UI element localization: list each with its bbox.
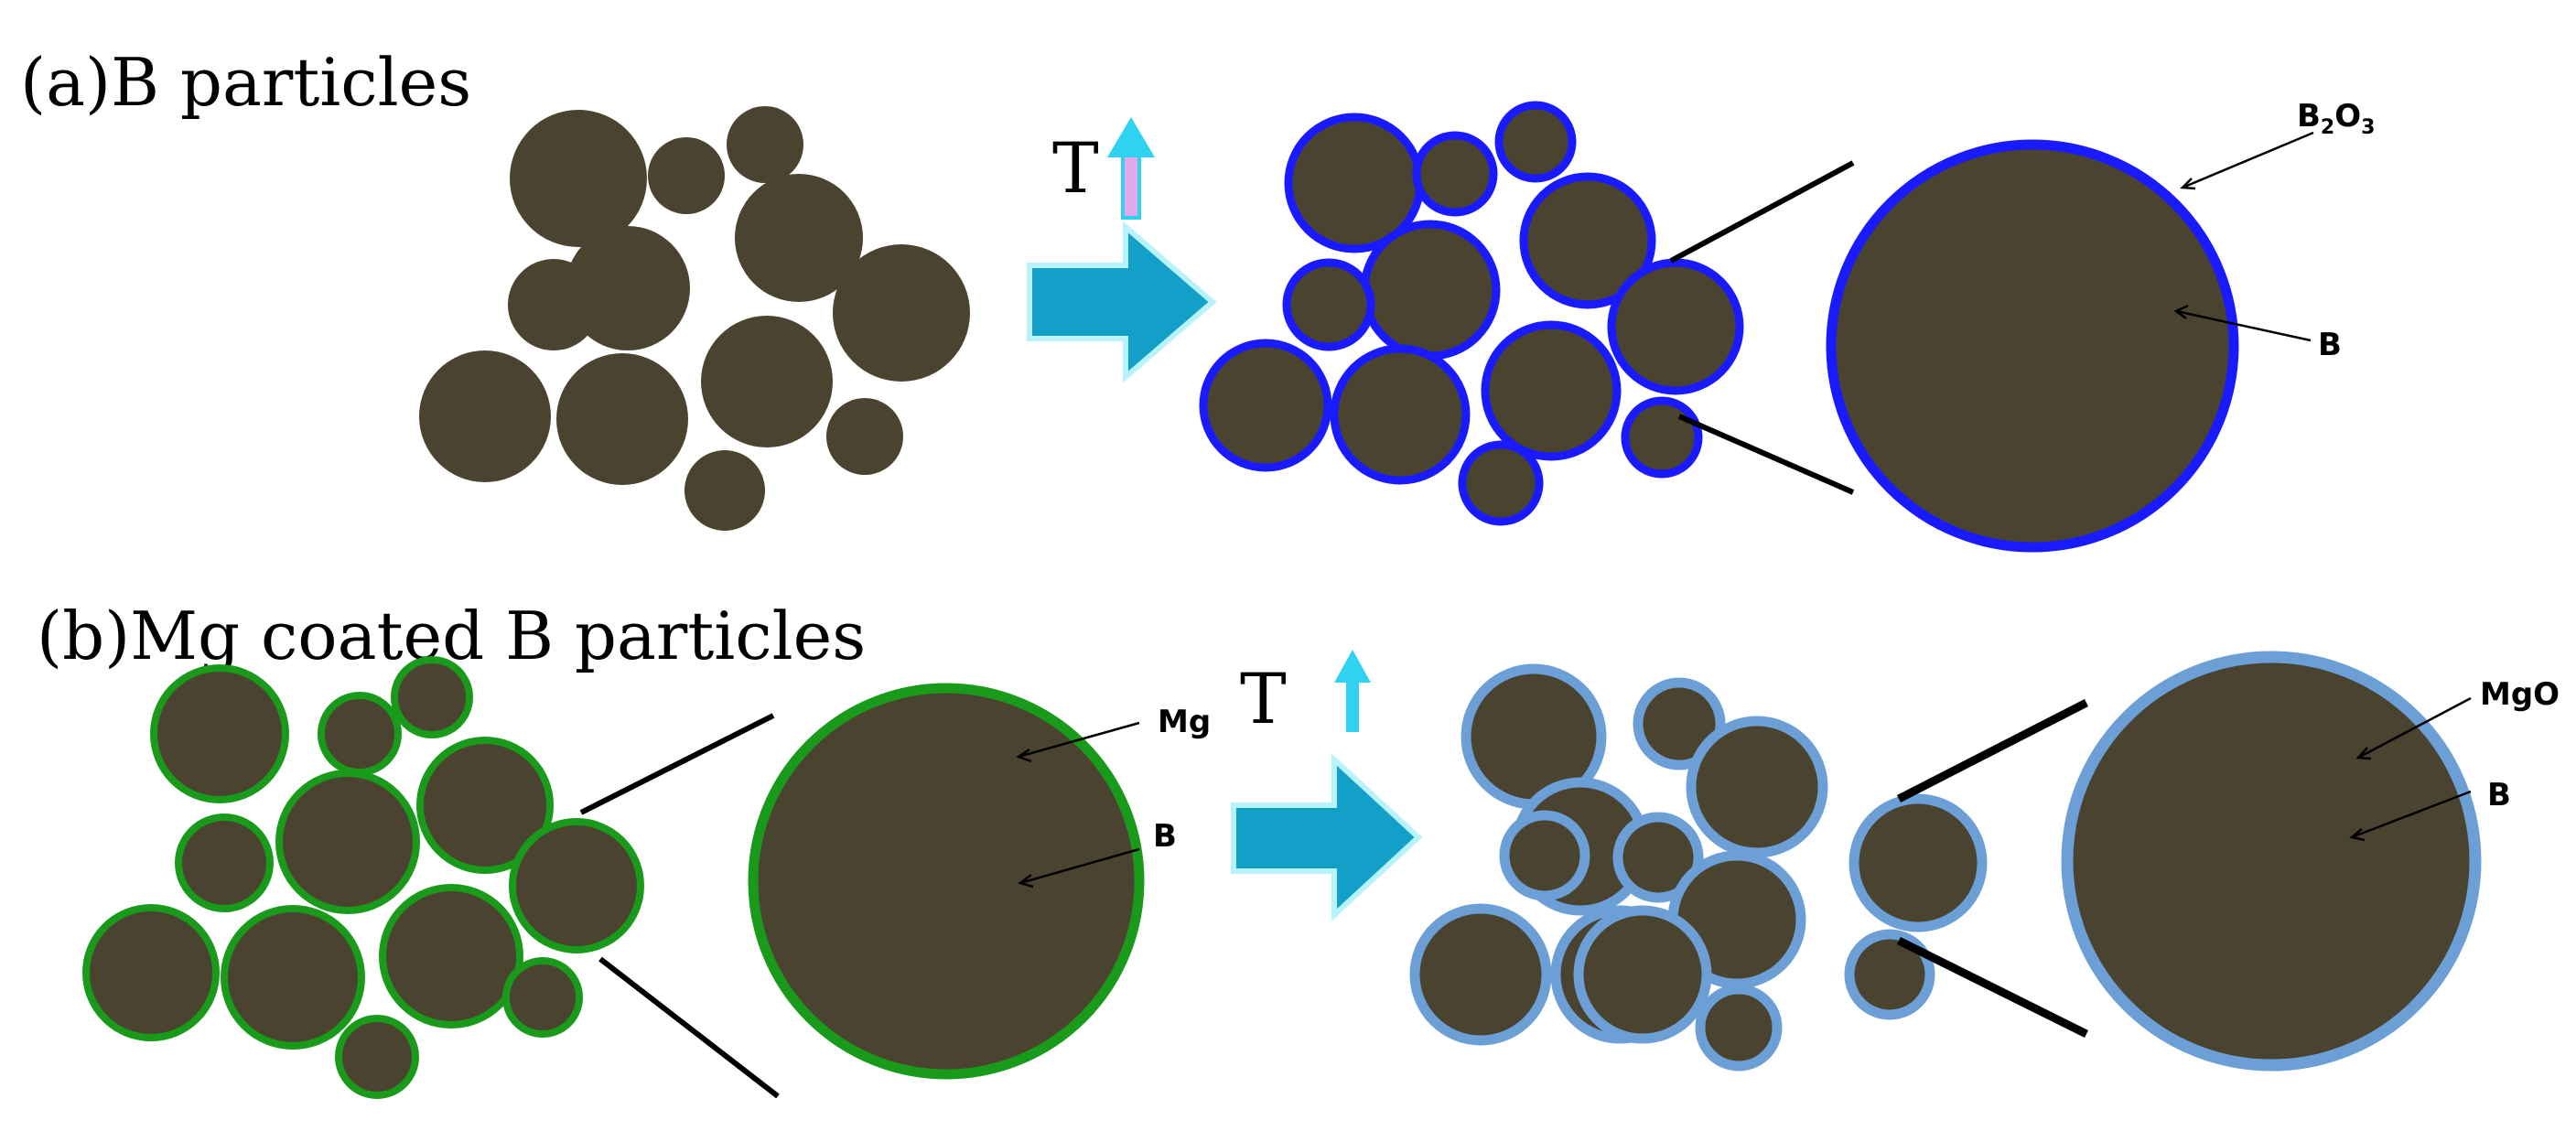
- particle: [1686, 716, 1828, 858]
- right-arrow-icon: [1027, 221, 1217, 383]
- particle: [379, 884, 523, 1029]
- b2o3-coated-particle-closeup: [1826, 139, 2239, 553]
- mgo-pointer: [2357, 696, 2472, 759]
- mg-pointer: [1018, 721, 1140, 759]
- particle: [1409, 903, 1552, 1046]
- particle: [833, 244, 970, 382]
- particle: [1607, 258, 1744, 395]
- particle: [727, 106, 803, 183]
- particle: [509, 818, 644, 953]
- b2o3-coated-particle-cluster: [1199, 101, 1744, 526]
- b-label: B: [1153, 818, 1177, 855]
- zoom-line-upper: [1896, 698, 2089, 803]
- particle: [1612, 812, 1704, 903]
- particle: [150, 664, 289, 803]
- particle: [1519, 172, 1656, 309]
- zoom-line-lower: [1896, 936, 2089, 1039]
- b-pointer: [2351, 790, 2472, 839]
- particle: [1330, 344, 1471, 485]
- b-label: B: [2318, 327, 2342, 363]
- callout-pointers: [1016, 131, 2472, 889]
- arrow-head-icon: [2173, 304, 2189, 320]
- particle: [826, 398, 903, 475]
- particle: [508, 259, 599, 350]
- particle: [318, 692, 402, 776]
- particle: [1844, 929, 1935, 1020]
- particle: [1499, 810, 1590, 901]
- mgo-coated-particle-cluster: [1409, 663, 1988, 1072]
- particle: [1412, 131, 1498, 217]
- particle: [648, 137, 725, 214]
- particle: [1360, 220, 1501, 361]
- particle: [1458, 440, 1544, 526]
- up-arrow-icon: [1334, 650, 1371, 732]
- zoom-line-upper: [1669, 160, 1855, 264]
- particle: [335, 1015, 419, 1099]
- particle: [1848, 793, 1988, 932]
- particle: [735, 174, 863, 302]
- particle: [1573, 905, 1712, 1044]
- particle: [391, 656, 473, 738]
- particle: [1621, 396, 1703, 479]
- particle: [556, 353, 688, 485]
- up-arrow-icon: [1107, 117, 1155, 220]
- particle: [1282, 258, 1375, 351]
- particle: [419, 350, 551, 482]
- particle: [416, 737, 554, 874]
- particle: [1481, 320, 1622, 461]
- zoom-line-upper: [579, 713, 775, 815]
- particle: [1695, 984, 1783, 1072]
- b-label: B: [2487, 777, 2511, 813]
- b-particle-cluster: [419, 106, 970, 531]
- zoom-line-lower: [1677, 414, 1855, 495]
- mg-coated-particle-cluster: [82, 656, 644, 1099]
- particle: [701, 316, 833, 447]
- particle: [510, 110, 647, 247]
- mgo-coated-particle-closeup: [2061, 651, 2482, 1072]
- temperature-label: T: [1052, 127, 1099, 209]
- temperature-label: T: [1240, 658, 1287, 739]
- zoom-line-lower: [598, 956, 780, 1099]
- particle: [82, 904, 220, 1041]
- right-arrow-icon: [1231, 753, 1423, 921]
- particle: [221, 905, 365, 1050]
- particle: [1199, 339, 1332, 472]
- particle: [1633, 677, 1726, 770]
- particle: [1494, 101, 1577, 183]
- arrow-head-icon: [2180, 178, 2196, 190]
- b2o3-pointer: [2182, 131, 2314, 189]
- arrow-head-icon: [2355, 747, 2372, 760]
- particle: [502, 957, 583, 1038]
- mg-label: Mg: [1158, 704, 1211, 740]
- b2o3-label: B2O3: [2297, 98, 2375, 139]
- mg-coated-particle-closeup: [748, 683, 1145, 1080]
- b-pointer: [1019, 847, 1140, 885]
- b-pointer: [2175, 309, 2312, 342]
- arrow-head-icon: [2349, 828, 2366, 842]
- panel-a-title: (a)B particles: [20, 44, 471, 121]
- arrow-head-icon: [1016, 748, 1032, 763]
- mgo-label: MgO: [2480, 676, 2560, 713]
- particle: [175, 813, 274, 912]
- particle: [684, 450, 765, 531]
- particle: [275, 770, 420, 914]
- arrow-head-icon: [1018, 874, 1034, 889]
